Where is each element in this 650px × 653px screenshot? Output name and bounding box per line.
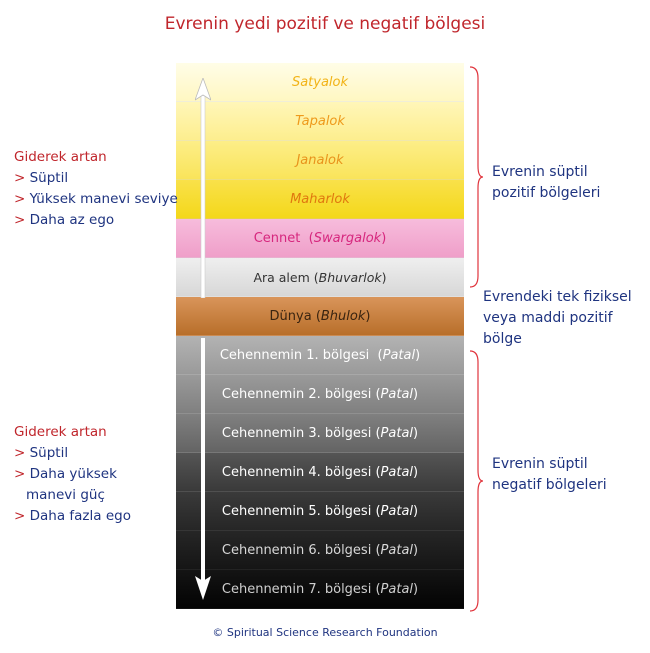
left-top-item: > Yüksek manevi seviye [14,191,178,207]
band-tapalok: Tapalok [176,102,464,141]
brace-positive [469,66,484,288]
band-label: Janalok [296,152,344,168]
brace-negative [469,350,484,612]
band-hell-6: Cehennemin 6. bölgesi (Patal) [176,531,464,570]
band-label: Cehennemin 3. bölgesi [221,425,372,441]
regions-stack: Satyalok Tapalok Janalok Maharlok Cennet… [176,63,464,609]
negative-regions-label: Evrenin süptil negatif bölgeleri [492,456,607,493]
physical-region-label: Evrendeki tek fiziksel veya maddi poziti… [483,289,632,347]
band-label: Satyalok [291,74,349,90]
band-label: Cehennemin 6. bölgesi [221,542,372,558]
left-top-item: > Süptil [14,170,69,186]
positive-regions-label: Evrenin süptil pozitif bölgeleri [492,164,601,201]
down-arrow-icon [195,338,211,600]
footer-copyright: © Spiritual Science Research Foundation [212,626,438,639]
band-hell-3: Cehennemin 3. bölgesi (Patal) [176,414,464,453]
band-label: Tapalok [295,113,345,129]
left-bottom-item: > Süptil [14,445,69,461]
band-label: Cennet [253,230,301,246]
left-bottom-item: > Daha yüksek [14,466,117,482]
band-label: Cehennemin 1. bölgesi [219,347,370,363]
band-label: Cehennemin 2. bölgesi [221,386,372,402]
band-hell-7: Cehennemin 7. bölgesi (Patal) [176,570,464,609]
band-dunya: Dünya (Bhulok) [176,297,464,336]
left-top-item: > Daha az ego [14,212,115,228]
band-hell-5: Cehennemin 5. bölgesi (Patal) [176,492,464,531]
band-label: Maharlok [290,191,350,207]
band-hell-2: Cehennemin 2. bölgesi (Patal) [176,375,464,414]
up-arrow-icon [195,78,211,298]
left-top-heading: Giderek artan [14,149,107,165]
band-hell-4: Cehennemin 4. bölgesi (Patal) [176,453,464,492]
left-bottom-notes: Giderek artan > Süptil > Daha yüksek man… [14,422,131,527]
band-label: Dünya [269,308,312,324]
band-hell-1: Cehennemin 1. bölgesi (Patal) [176,336,464,375]
left-bottom-item: manevi güç [26,487,105,503]
left-bottom-heading: Giderek artan [14,424,107,440]
band-maharlok: Maharlok [176,180,464,219]
band-janalok: Janalok [176,141,464,180]
band-label: Cehennemin 4. bölgesi [221,464,372,480]
page-title: Evrenin yedi pozitif ve negatif bölgesi [164,14,486,34]
band-label: Cehennemin 5. bölgesi [221,503,372,519]
band-label: Ara alem [253,269,310,285]
band-label: Cehennemin 7. bölgesi [221,581,372,597]
band-cennet: Cennet (Swargalok) [176,219,464,258]
band-ara-alem: Ara alem (Bhuvarlok) [176,258,464,297]
left-bottom-item: > Daha fazla ego [14,508,131,524]
left-top-notes: Giderek artan > Süptil > Yüksek manevi s… [14,147,178,231]
band-satyalok: Satyalok [176,63,464,102]
